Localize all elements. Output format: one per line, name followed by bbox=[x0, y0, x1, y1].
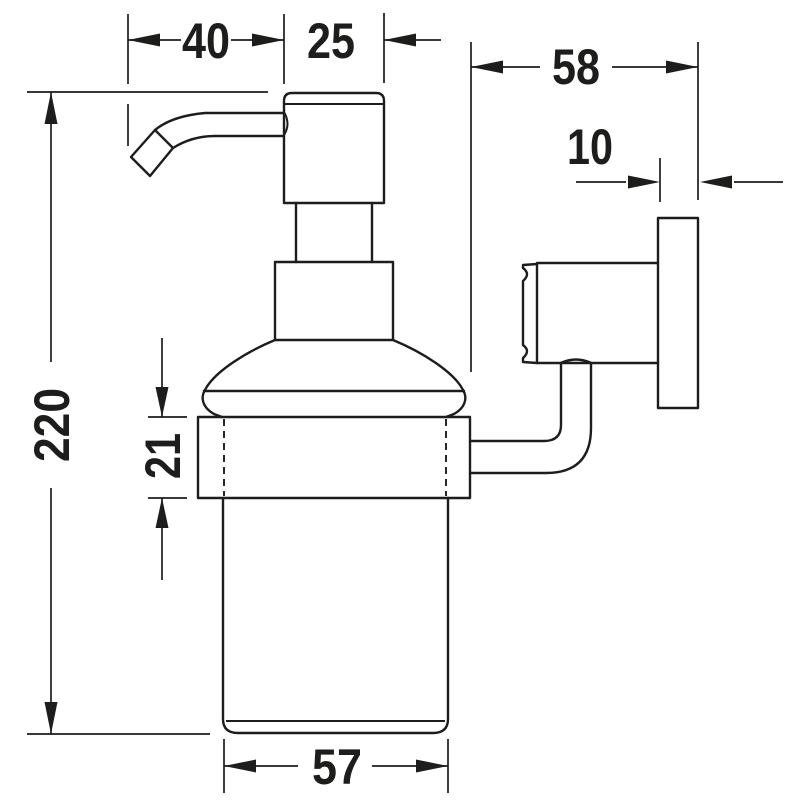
dimension-25-lines bbox=[383, 13, 441, 83]
flange-right-edge bbox=[444, 388, 467, 419]
holder-ring-body bbox=[196, 415, 472, 500]
dimension-25-label: 25 bbox=[307, 13, 355, 69]
dimension-overall-height: 220 bbox=[24, 91, 268, 735]
dimension-pump-head-width: 25 bbox=[307, 13, 441, 83]
shoulder-left-curve bbox=[203, 338, 277, 392]
dimension-220-label: 220 bbox=[24, 388, 80, 462]
dimension-wall-distance: 58 bbox=[470, 39, 699, 372]
pump-collar bbox=[273, 260, 395, 342]
dimension-10-lines bbox=[576, 158, 783, 202]
spout-outline bbox=[129, 111, 286, 178]
arm-outer-edge bbox=[468, 361, 593, 475]
glass-container bbox=[221, 496, 450, 735]
flange-left-edge bbox=[201, 388, 224, 419]
arm-inner-edge bbox=[468, 361, 563, 443]
dimension-10-arrows bbox=[628, 175, 732, 189]
dimension-58-lines bbox=[470, 42, 699, 372]
holder-ring-hidden-edges bbox=[223, 419, 447, 496]
dimension-25-arrows bbox=[384, 33, 416, 47]
spout-joint-line bbox=[153, 128, 175, 150]
bottle-shoulder bbox=[201, 338, 467, 419]
stem-sides bbox=[294, 201, 374, 264]
dimension-220-lines bbox=[27, 91, 268, 735]
pump-spout bbox=[129, 111, 286, 178]
dimension-40-arrows bbox=[128, 33, 284, 47]
dimension-10-label: 10 bbox=[567, 119, 613, 175]
dimension-58-label: 58 bbox=[552, 39, 600, 95]
glass-body bbox=[221, 496, 450, 735]
bracket-cylinder bbox=[535, 261, 660, 365]
dimension-21-lines bbox=[148, 338, 187, 580]
dimension-21-arrows bbox=[155, 387, 169, 528]
mounting-arm bbox=[468, 358, 593, 475]
dimension-container-diameter: 57 bbox=[223, 739, 449, 795]
dimension-57-label: 57 bbox=[312, 739, 362, 795]
dimension-ring-height: 21 bbox=[135, 338, 191, 580]
pump-head-spout-socket bbox=[283, 111, 289, 136]
dimension-40-lines bbox=[127, 14, 285, 146]
pump-head bbox=[282, 91, 386, 205]
pump-head-body bbox=[282, 91, 386, 205]
dimension-21-label: 21 bbox=[135, 433, 191, 479]
dimension-40-label: 40 bbox=[182, 13, 230, 69]
wall-plate bbox=[656, 216, 700, 410]
wall-bracket bbox=[521, 216, 700, 410]
shoulder-right-curve bbox=[391, 338, 465, 392]
dimension-plate-depth: 10 bbox=[567, 119, 783, 202]
pump-stem bbox=[294, 201, 374, 264]
bracket-cap bbox=[521, 262, 539, 365]
dimension-spout-projection: 40 bbox=[127, 13, 285, 146]
holder-ring bbox=[196, 415, 472, 500]
collar-body bbox=[273, 260, 395, 342]
